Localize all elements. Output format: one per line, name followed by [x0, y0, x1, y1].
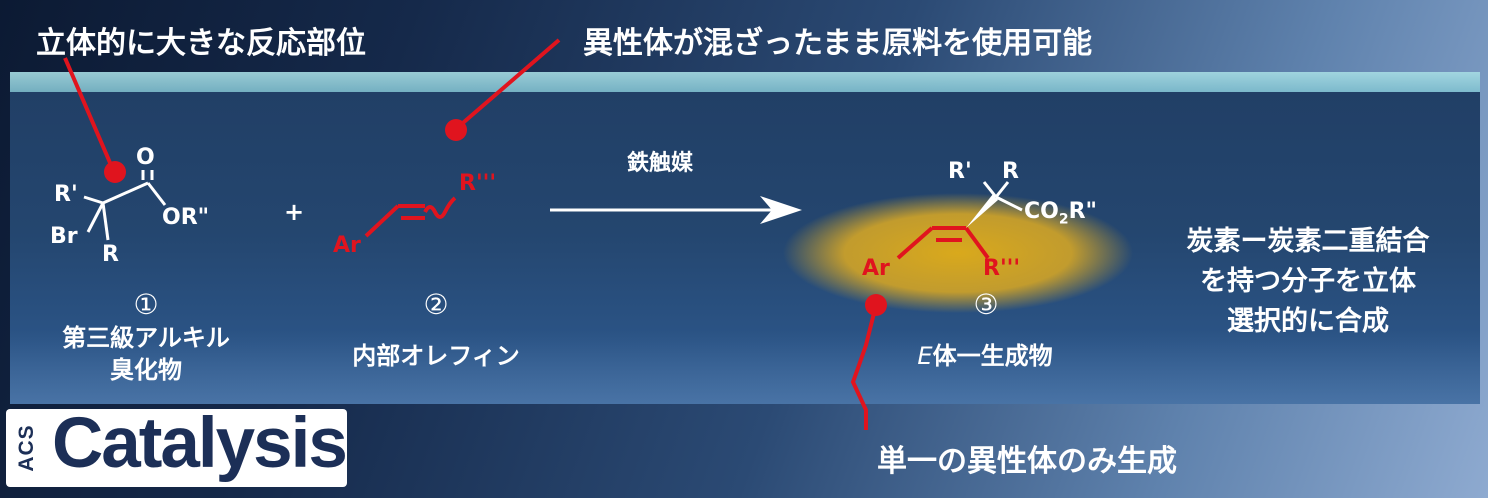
product-atom-R: R [1002, 159, 1019, 184]
logo-acs-mark: ACS [15, 424, 38, 472]
result-line2: を持つ分子を立体 [1200, 266, 1416, 297]
atom-R1: R' [54, 182, 78, 207]
reactant1-number: ① [133, 288, 159, 321]
reactant2-atom-Ar: Ar [333, 233, 361, 258]
isomer-callout-pointer [445, 38, 561, 141]
result-line3: 選択的に合成 [1227, 306, 1389, 337]
product-highlight-glow [783, 193, 1133, 313]
reactant2-name: 内部オレフィン [352, 342, 520, 370]
result-line1: 炭素ー炭素二重結合 [1186, 226, 1430, 257]
steric-callout-pointer [63, 57, 126, 183]
logo-journal-name: Catalysis [52, 404, 348, 483]
acs-catalysis-logo: ACS Catalysis [6, 404, 348, 487]
reactant2-atom-R3: R''' [459, 171, 497, 196]
reaction-arrow [550, 196, 802, 224]
plus-sign: + [284, 198, 305, 226]
catalyst-label: 鉄触媒 [626, 151, 693, 176]
single-isomer-callout-pointer [850, 294, 887, 430]
atom-OR2: OR" [162, 205, 210, 230]
panel-haze [10, 330, 1480, 404]
isomer-callout-text: 異性体が混ざったまま原料を使用可能 [583, 26, 1093, 61]
steric-callout-text: 立体的に大きな反応部位 [36, 26, 366, 61]
product-atom-R3: R''' [983, 256, 1021, 281]
reactant2-olefin [364, 196, 457, 238]
product-atom-R1: R' [948, 159, 972, 184]
product-bonds [896, 181, 1023, 260]
light-band [10, 72, 1480, 92]
single-isomer-callout-text: 単一の異性体のみ生成 [877, 444, 1177, 479]
atom-R: R [102, 242, 119, 267]
reactant1-name-line2: 臭化物 [110, 356, 182, 384]
scheme-panel [10, 92, 1480, 404]
atom-O: O [136, 145, 155, 170]
product-atom-CO2R: CO2R" [1024, 199, 1098, 228]
reactant1-bonds [83, 170, 167, 241]
reactant1-name-line1: 第三級アルキル [62, 324, 230, 352]
product-name: E体一生成物 [917, 342, 1053, 370]
reactant2-number: ② [423, 288, 449, 321]
product-atom-Ar: Ar [862, 256, 890, 281]
product-number: ③ [973, 288, 999, 321]
atom-Br: Br [50, 224, 78, 249]
